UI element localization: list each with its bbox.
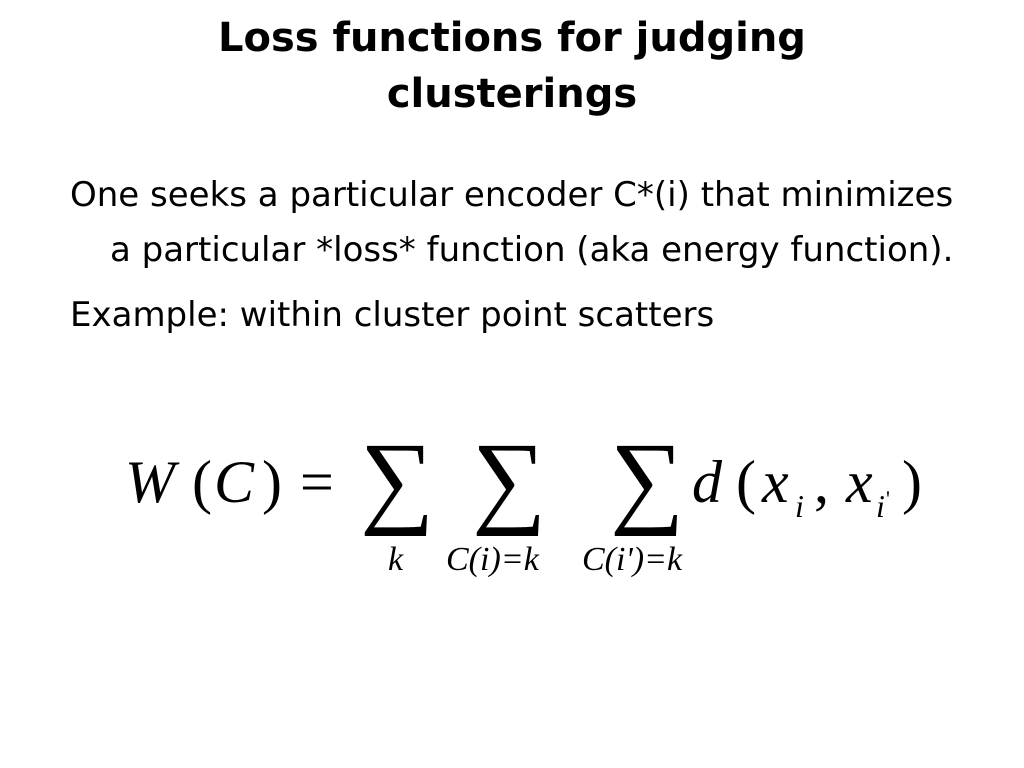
eq-limit-ci: C(i)=k xyxy=(446,541,539,578)
eq-sum-1: ∑ xyxy=(360,422,435,537)
eq-lparen-2: ( xyxy=(736,449,756,515)
eq-lparen-1: ( xyxy=(192,449,212,515)
eq-x-1: x xyxy=(762,449,789,515)
slide-title: Loss functions for judging clusterings xyxy=(80,10,944,122)
body-paragraph-encoder: One seeks a particular encoder C*(i) tha… xyxy=(70,175,954,270)
eq-c: C xyxy=(214,449,255,515)
eq-w: W xyxy=(125,449,175,515)
eq-sum-3: ∑ xyxy=(610,422,685,537)
eq-equals: = xyxy=(300,449,334,515)
eq-sum-2: ∑ xyxy=(472,422,547,537)
eq-prime: ' xyxy=(886,486,890,511)
title-line-2: clusterings xyxy=(386,71,638,117)
eq-x-2: x xyxy=(846,449,873,515)
title-line-1: Loss functions for judging xyxy=(218,15,806,61)
eq-limit-k: k xyxy=(388,541,404,578)
eq-rparen-1: ) xyxy=(262,449,282,515)
slide-body: One seeks a particular encoder C*(i) tha… xyxy=(70,168,970,353)
eq-comma: , xyxy=(814,449,829,515)
eq-rparen-2: ) xyxy=(902,449,922,515)
eq-limit-ciprime: C(i')=k xyxy=(582,541,683,578)
eq-sub-i-2: i xyxy=(876,488,885,524)
eq-sub-i-1: i xyxy=(795,488,804,524)
body-paragraph-example: Example: within cluster point scatters xyxy=(70,295,715,335)
eq-d: d xyxy=(692,449,722,515)
